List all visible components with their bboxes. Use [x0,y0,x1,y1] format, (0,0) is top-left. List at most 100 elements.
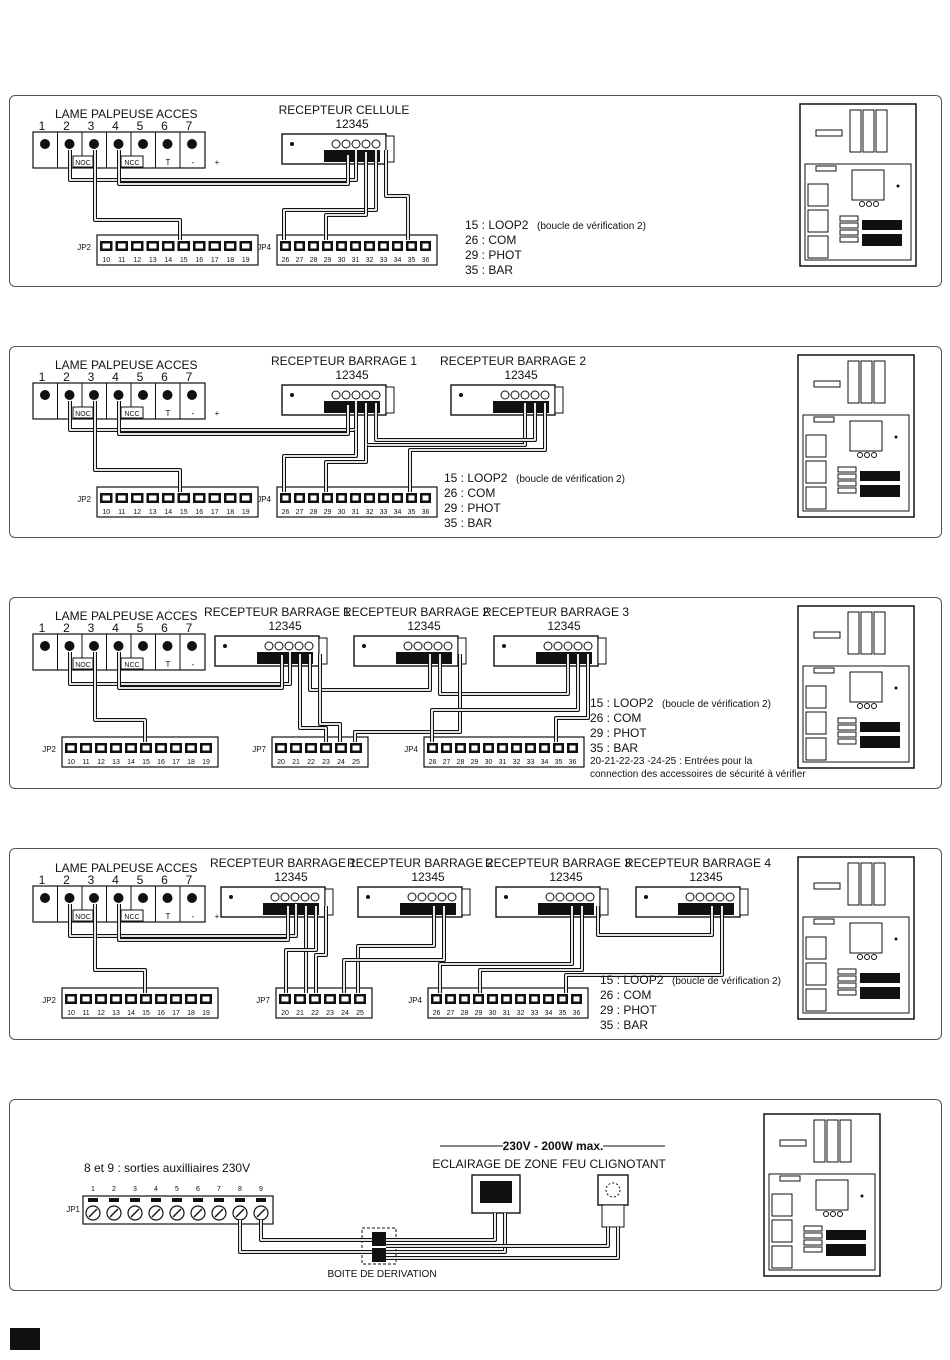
connector-pin-number: 15 [180,509,188,516]
note-entrees: 20-21-22-23 -24-25 : Entrées pour la [590,756,753,767]
wire [438,906,574,993]
receiver-pin-numbers: 12345 [268,619,302,633]
lame-pin-number: 3 [88,873,95,887]
receiver-terminal [685,892,695,902]
receiver-terminal [294,641,304,651]
receiver-terminal [500,390,510,400]
receiver-end-cap [385,135,395,163]
lame-pin-number: 5 [137,370,144,384]
legend-loop2: 15 : LOOP2 [600,973,664,987]
receiver-title: RECEPTEUR BARRAGE 2 [347,856,493,870]
receiver-end-cap [461,888,471,916]
connector-pin-number: 17 [172,1010,180,1017]
jp1-pin-number: 4 [154,1186,158,1193]
lame-pin-number: 1 [39,621,46,635]
lame-screw-terminal [113,139,124,149]
connector-pin-number: 16 [157,759,165,766]
control-board-thumbnail [797,354,915,518]
receiver-pin-numbers: 12345 [547,619,581,633]
connector-pin-number: 22 [307,759,315,766]
jp1-label: JP1 [66,1205,80,1214]
receiver-terminal [565,892,575,902]
lame-screw-terminal [138,641,148,651]
connector-pin-number: 10 [102,509,110,516]
connector-pin-number: 34 [545,1010,553,1017]
lame-sub-minus: - [192,158,195,167]
receiver-terminal [540,390,550,400]
lame-pin-number: 3 [88,370,95,384]
connector-pin-number: 31 [352,257,360,264]
connector-pin-number: 16 [195,509,203,516]
lame-screw-terminal [138,893,148,903]
receiver-terminal [361,390,371,400]
connector-pin-number: 23 [326,1010,334,1017]
receiver-title: RECEPTEUR BARRAGE 2 [343,605,489,619]
lame-palpeuse-title: LAME PALPEUSE ACCES [55,358,198,372]
receiver-title: RECEPTEUR BARRAGE 3 [483,605,629,619]
receiver-terminal [304,641,314,651]
connector-pin-number: 33 [380,509,388,516]
legend-loop2: 15 : LOOP2 [465,218,529,232]
legend-bar: 35 : BAR [590,741,638,755]
receiver-terminal [403,641,413,651]
wire [386,1213,497,1242]
connector-pin-number: 23 [322,759,330,766]
receiver-terminal [274,641,284,651]
connector-pin-number: 13 [112,759,120,766]
connector-pin-number: 14 [164,257,172,264]
receiver-terminal [705,892,715,902]
connector-pin-number: 17 [211,257,219,264]
connector-pin-number: 25 [352,759,360,766]
connector-pin-number: 10 [102,257,110,264]
connector-pin-number: 10 [67,1010,75,1017]
connector-pin-number: 30 [338,509,346,516]
lame-screw-terminal [89,139,99,149]
receiver-terminal [423,641,433,651]
connector-pin-number: 35 [408,257,416,264]
connector-pin-number: 34 [541,759,549,766]
connector-pin-number: 19 [242,509,250,516]
lame-pin-number: 4 [112,621,119,635]
lame-pin-number: 4 [112,370,119,384]
connector-pin-number: 11 [118,257,125,264]
receiver-end-cap [597,637,607,665]
receiver-terminal [715,892,725,902]
connector-pin-number: 29 [475,1010,483,1017]
connector-pin-number: 16 [157,1010,165,1017]
connector-pin-number: 14 [164,509,172,516]
connector-pin-number: 14 [127,1010,135,1017]
lame-sub-ncc: NCC [124,914,139,921]
wire [353,654,462,742]
aux-outputs-note: 8 et 9 : sorties auxilliaires 230V [84,1161,250,1175]
receiver-terminal [575,892,585,902]
receiver-terminal [695,892,705,902]
connector-pin-number: 24 [341,1010,349,1017]
feu-clignotant-title: FEU CLIGNOTANT [562,1157,666,1171]
lame-screw-terminal [113,641,124,651]
lame-pin-number: 6 [161,370,168,384]
receiver-pin-numbers: 12345 [407,619,441,633]
connector-pin-number: 19 [202,759,210,766]
lame-screw-terminal [40,390,50,400]
lame-screw-terminal [89,641,99,651]
lame-pin-number: 6 [161,873,168,887]
receiver-terminal [447,892,457,902]
panel-3-content: LAME PALPEUSE ACCES1234567NOCNCCT-+RECEP… [32,605,915,780]
connector-pin-number: 35 [408,509,416,516]
lame-pin-number: 4 [112,119,119,133]
lame-pin-number: 2 [63,119,70,133]
connector-pin-number: 27 [296,509,304,516]
receiver-terminal [407,892,417,902]
lame-screw-terminal [64,893,75,903]
receiver-terminal [725,892,735,902]
lame-screw-terminal [40,139,50,149]
page-corner-marker [10,1328,40,1350]
connector-pin-number: 25 [356,1010,364,1017]
receiver-terminal [583,641,593,651]
connector-label: JP4 [257,243,271,252]
receiver-terminal [543,641,553,651]
